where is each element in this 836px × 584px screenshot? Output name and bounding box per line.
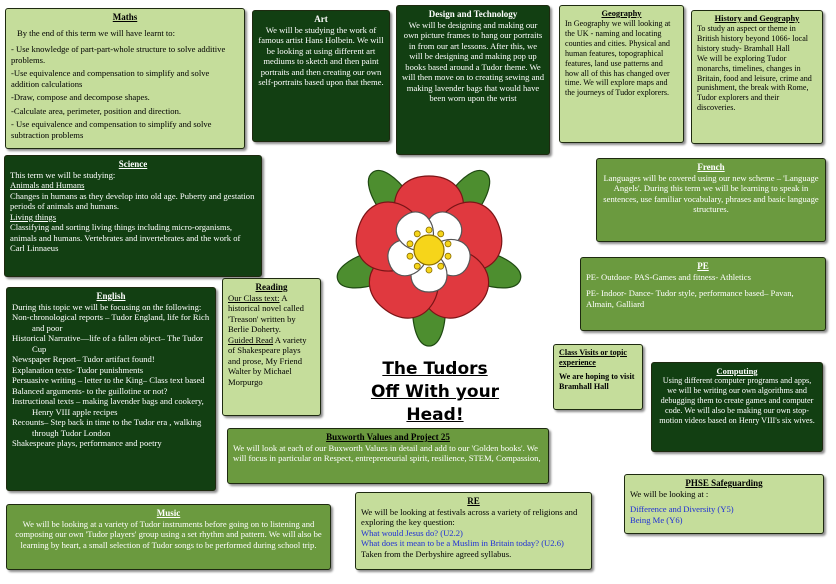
computing-body: Using different computer programs and ap… [659,376,815,426]
english-box: English During this topic we will be foc… [6,287,216,491]
rose-stamen [406,240,414,248]
rose-stamen [413,230,421,238]
phse-item: Being Me (Y6) [630,514,683,525]
french-title: French [697,162,725,172]
science-title: Science [118,159,148,169]
english-item: Recounts– Step back in time to the Tudor… [12,417,202,438]
science-subheading: Living things [10,211,57,222]
english-item: Instructional texts – making lavender ba… [12,396,204,417]
reading-guided-label: Guided Read [228,334,274,345]
maths-item: -Use equivalence and compensation to sim… [11,68,210,89]
music-title: Music [156,508,181,518]
art-body: We will be studying the work of famous a… [258,24,384,88]
reading-class-text: Our Class text: A historical novel calle… [228,293,315,335]
pe-line: PE- Outdoor- PAS-Games and fitness- Athl… [586,271,751,282]
values-body: We will look at each of our Buxworth Val… [233,442,541,464]
geography-box: Geography In Geography we will looking a… [559,5,684,143]
english-item: Newspaper Report– Tudor artifact found! [12,354,155,365]
science-intro: This term we will be studying: [10,169,116,180]
maths-item: -Draw, compose and decompose shapes. [11,92,150,103]
science-subheading: Animals and Humans [10,180,85,191]
reading-guided-text: Guided Read A variety of Shakespeare pla… [228,335,315,387]
reading-box: Reading Our Class text: A historical nov… [222,278,321,416]
phse-item: Difference and Diversity (Y5) [630,504,734,515]
english-item: Explanation texts- Tudor punishments [12,364,144,375]
maths-item: - Use equivalence and compensation to si… [11,119,212,140]
computing-title: Computing [716,366,758,376]
english-title: English [96,291,126,301]
dt-box: Design and Technology We will be designi… [396,5,550,155]
re-title: RE [467,496,480,506]
rose-stamen [413,262,421,270]
science-box: Science This term we will be studying: A… [4,155,262,277]
tudor-rose-image [336,169,522,347]
banner-subtitle: Off With your Head! [370,381,500,425]
visits-box: Class Visits or topic experience We are … [553,344,643,410]
reading-class-body: A historical novel called 'Treason' writ… [228,292,304,335]
french-body: Languages will be covered using our new … [603,172,819,215]
geography-body: In Geography we will looking at the UK -… [565,19,671,98]
rose-stamen [444,240,452,248]
pe-box: PE PE- Outdoor- PAS-Games and fitness- A… [580,257,826,331]
history-body: We will be exploring Tudor monarchs, tim… [697,53,812,113]
reading-class-label: Our Class text: [228,292,280,303]
rose-stamen [437,230,445,238]
values-box: Buxworth Values and Project 25 We will l… [227,428,549,484]
banner-title: The Tudors [382,359,488,379]
rose-stamen [425,226,433,234]
music-box: Music We will be looking at a variety of… [6,504,331,570]
maths-title: Maths [112,12,138,22]
re-footer: Taken from the Derbyshire agreed syllabu… [361,548,512,559]
english-item: Persuasive writing – letter to the King–… [12,375,205,386]
maths-item: - Use knowledge of part-part-whole struc… [11,44,226,65]
english-item: Non-chronological reports – Tudor Englan… [12,312,210,333]
art-box: Art We will be studying the work of famo… [252,10,390,142]
pe-title: PE [697,261,709,271]
dt-body: We will be designing and making our own … [402,19,545,104]
reading-title: Reading [255,282,288,292]
re-intro: We will be looking at festivals across a… [361,506,578,528]
english-item: Shakespeare plays, performance and poetr… [12,438,162,449]
english-item: Balanced arguments- to the guillotine or… [12,385,168,396]
art-title: Art [314,14,328,24]
re-box: RE We will be looking at festivals acros… [355,492,592,570]
english-intro: During this topic we will be focusing on… [12,301,202,312]
science-text: Classifying and sorting living things in… [10,222,241,254]
maths-item: -Calculate area, perimeter, position and… [11,105,182,116]
topic-banner: The Tudors Off With your Head! [345,358,525,427]
english-item: Historical Narrative—life of a fallen ob… [12,333,203,354]
computing-box: Computing Using different computer progr… [651,362,823,452]
phse-box: PHSE Safeguarding We will be looking at … [624,474,824,534]
phse-title: PHSE Safeguarding [685,478,763,488]
phse-intro: We will be looking at : [630,488,709,499]
maths-intro: By the end of this term we will have lea… [17,27,175,38]
science-text: Changes in humans as they develop into o… [10,190,255,212]
rose-stamen [425,266,433,274]
re-question: What does it mean to be a Muslim in Brit… [361,538,564,549]
visits-title: Class Visits or topic experience [559,348,627,367]
dt-title: Design and Technology [428,9,518,19]
visits-body: We are hoping to visit Bramhall Hall [559,371,635,391]
geography-title: Geography [601,9,642,18]
maths-box: Maths By the end of this term we will ha… [5,8,245,149]
history-box: History and Geography To study an aspect… [691,10,823,144]
rose-stamen [406,252,414,260]
values-title: Buxworth Values and Project 25 [326,432,450,442]
rose-stamen [444,252,452,260]
history-title: History and Geography [714,14,800,23]
rose-stamen [437,262,445,270]
french-box: French Languages will be covered using o… [596,158,826,242]
pe-line: PE- Indoor- Dance- Tudor style, performa… [586,288,794,309]
music-body: We will be looking at a variety of Tudor… [15,518,322,550]
reading-guided-body: A variety of Shakespeare plays and prose… [228,334,307,387]
history-body: To study an aspect or theme in British h… [697,24,809,53]
re-question: What would Jesus do? (U2.2) [361,527,463,538]
rose-stamens [406,226,452,274]
rose-center [413,234,445,266]
